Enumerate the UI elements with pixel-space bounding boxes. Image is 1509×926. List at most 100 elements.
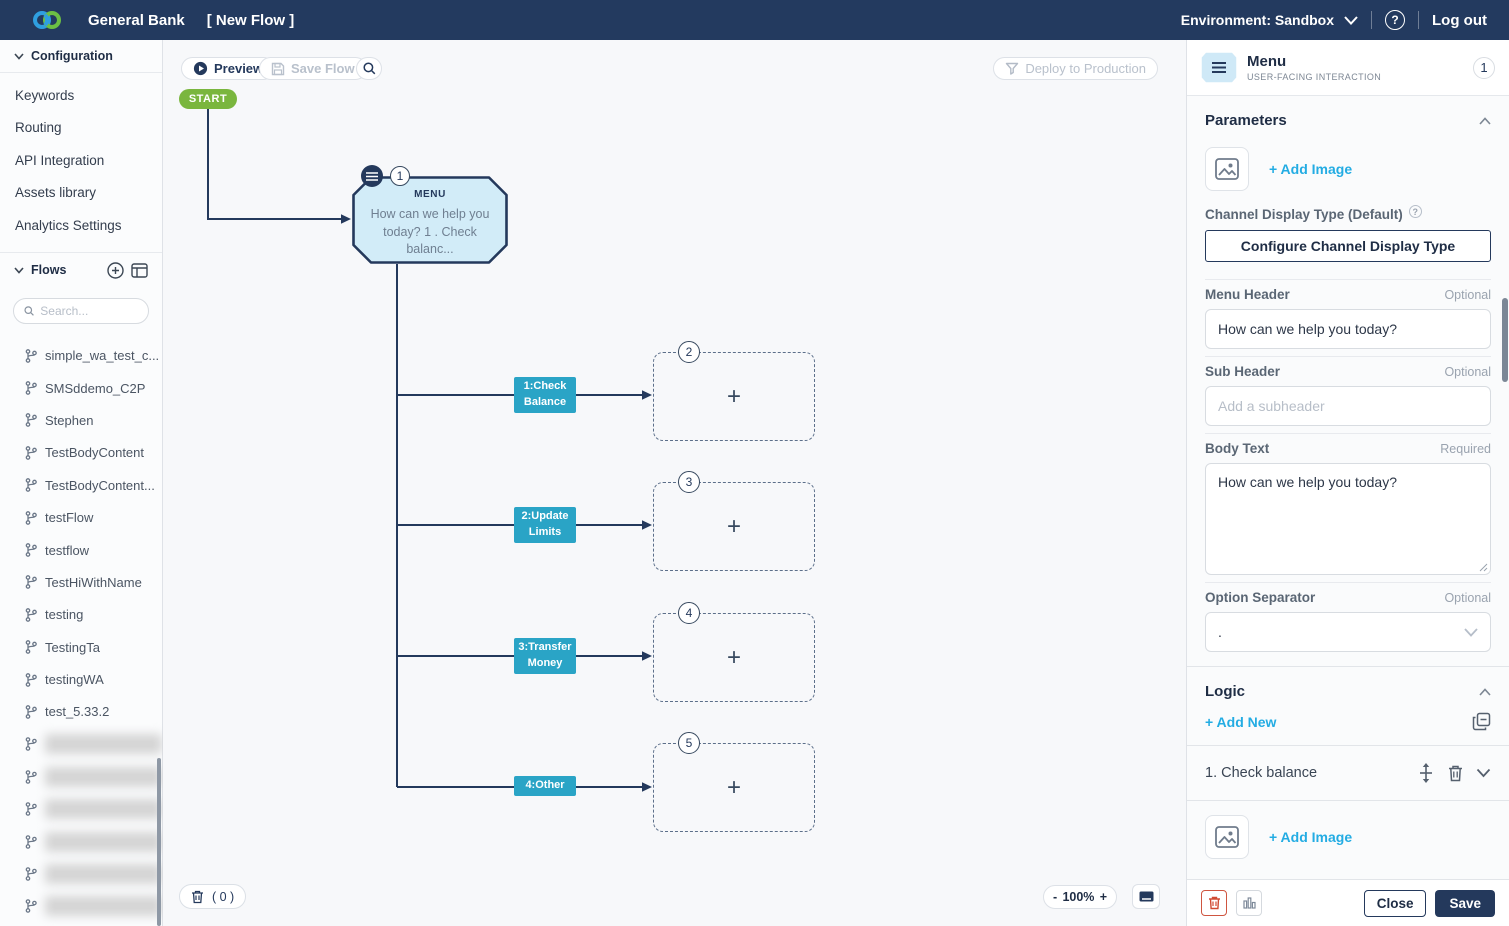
add-image-link[interactable]: + Add Image [1269,161,1353,177]
help-icon[interactable]: ? [1408,205,1422,218]
panel-scrollbar[interactable] [1502,298,1508,382]
flow-list-item-redacted[interactable] [0,825,162,857]
add-flow-icon[interactable] [107,261,124,279]
logout-button[interactable]: Log out [1432,11,1487,29]
logic-item-check-balance[interactable]: 1. Check balance [1187,745,1509,800]
sub-header-input[interactable] [1205,386,1491,426]
body-text-input[interactable]: How can we help you today? [1205,463,1491,575]
flow-list-item[interactable]: testingWA [0,663,162,695]
flow-branch-icon [25,737,37,752]
minimap-toggle-button[interactable] [1132,884,1160,909]
canvas-trash-button[interactable]: ( 0 ) [179,884,247,909]
start-node[interactable]: START [179,89,237,109]
step-number-badge: 5 [678,732,700,754]
resize-handle[interactable] [1479,563,1488,572]
preview-button[interactable]: Preview [181,57,276,80]
flows-title: Flows [31,263,67,277]
flow-list-item[interactable]: TestHiWithName [0,566,162,598]
close-button[interactable]: Close [1363,889,1427,917]
save-icon [271,62,285,75]
step-number-badge: 3 [678,471,700,493]
branch-label-transfer-money[interactable]: 3:Transfer Money [514,638,576,674]
flow-list-item[interactable]: TestBodyContent [0,437,162,469]
node-menu-icon[interactable] [361,165,383,187]
flow-list-item-redacted[interactable] [0,858,162,890]
step-number-badge: 2 [678,341,700,363]
reorder-icon[interactable] [1417,763,1435,783]
branch-label-update-limits[interactable]: 2:Update Limits [514,507,576,543]
add-step-placeholder[interactable]: 4 + [653,602,815,702]
panel-node-badge: 1 [1473,56,1495,79]
flow-branch-icon [25,834,37,849]
flow-branch-icon [25,802,37,816]
menu-node-icon [1201,52,1237,83]
branch-label-other[interactable]: 4:Other [514,776,576,796]
configuration-title: Configuration [31,49,113,63]
sidebar-scrollbar[interactable] [157,758,161,926]
flow-list-item[interactable]: test_5.33.2 [0,696,162,728]
step-number-badge: 4 [678,602,700,624]
flow-list-item-redacted[interactable] [0,728,162,760]
collapse-chevron-up-icon[interactable] [1479,116,1491,125]
option-separator-select[interactable]: . [1205,612,1491,652]
collapse-chevron-up-icon[interactable] [1479,687,1491,696]
flow-list-item-redacted[interactable] [0,761,162,793]
environment-dropdown[interactable]: Environment: Sandbox [1181,12,1358,28]
add-step-placeholder[interactable]: 5 + [653,732,815,832]
analytics-button[interactable] [1236,890,1262,916]
image-placeholder[interactable] [1205,815,1249,859]
canvas-search-button[interactable] [356,57,382,80]
add-new-logic-link[interactable]: + Add New [1205,713,1277,730]
copy-icon[interactable] [1472,712,1491,731]
brand-logo-icon [32,8,62,32]
sidebar-item-analytics-settings[interactable]: Analytics Settings [15,217,122,233]
menu-header-input[interactable] [1205,309,1491,349]
left-sidebar: Configuration Keywords Routing API Integ… [0,40,163,926]
sidebar-item-keywords[interactable]: Keywords [15,87,75,103]
chevron-down-icon[interactable] [1476,768,1491,778]
flow-branch-icon [25,478,37,493]
save-flow-button[interactable]: Save Flow [259,57,367,80]
flow-list-item[interactable]: SMSddemo_C2P [0,372,162,404]
add-step-placeholder[interactable]: 3 + [653,471,815,571]
branch-label-check-balance[interactable]: 1:Check Balance [514,377,576,413]
flow-list-item[interactable]: TestingTa [0,631,162,663]
panel-body: Parameters + Add Image Channel Display T… [1187,96,1509,879]
add-step-placeholder[interactable]: 2 + [653,341,815,441]
flow-list-item[interactable]: testflow [0,534,162,566]
configuration-section-header[interactable]: Configuration [0,40,162,73]
sidebar-item-api-integration[interactable]: API Integration [15,152,105,168]
flows-section-header[interactable]: Flows [0,251,162,288]
panel-title: Menu [1247,53,1287,70]
flow-list: simple_wa_test_c... SMSddemo_C2P Stephen… [0,340,162,923]
deploy-to-production-button[interactable]: Deploy to Production [993,57,1158,80]
plus-icon: + [726,773,741,801]
delete-logic-icon[interactable] [1448,765,1463,782]
flow-branch-icon [25,413,37,428]
flow-list-item[interactable]: testFlow [0,501,162,533]
divider [1187,666,1509,667]
image-placeholder[interactable] [1205,147,1249,191]
flow-list-item-redacted[interactable] [0,793,162,825]
save-button[interactable]: Save [1435,889,1495,917]
flow-list-item-redacted[interactable] [0,890,162,922]
flow-branch-icon [25,705,37,719]
flow-layout-icon[interactable] [131,262,148,278]
flow-list-item[interactable]: testing [0,599,162,631]
menu-node[interactable]: 1 MENU How can we help you today? 1 . Ch… [352,165,508,264]
help-icon[interactable]: ? [1385,10,1406,30]
flow-search-input[interactable] [40,303,138,318]
zoom-in-button[interactable]: + [1099,890,1107,904]
zoom-out-button[interactable]: - [1053,890,1058,904]
configure-channel-display-button[interactable]: Configure Channel Display Type [1205,230,1491,262]
flow-list-item[interactable]: simple_wa_test_c... [0,340,162,372]
sidebar-item-assets-library[interactable]: Assets library [15,185,97,201]
add-image-link[interactable]: + Add Image [1269,829,1353,845]
flow-branch-icon [25,769,37,784]
delete-node-button[interactable] [1201,890,1227,916]
flow-search[interactable] [13,297,149,324]
flow-canvas[interactable]: Preview Save Flow Deploy to Production S… [163,40,1186,926]
flow-list-item[interactable]: Stephen [0,404,162,436]
sidebar-item-routing[interactable]: Routing [15,120,62,136]
flow-list-item[interactable]: TestBodyContent... [0,469,162,501]
